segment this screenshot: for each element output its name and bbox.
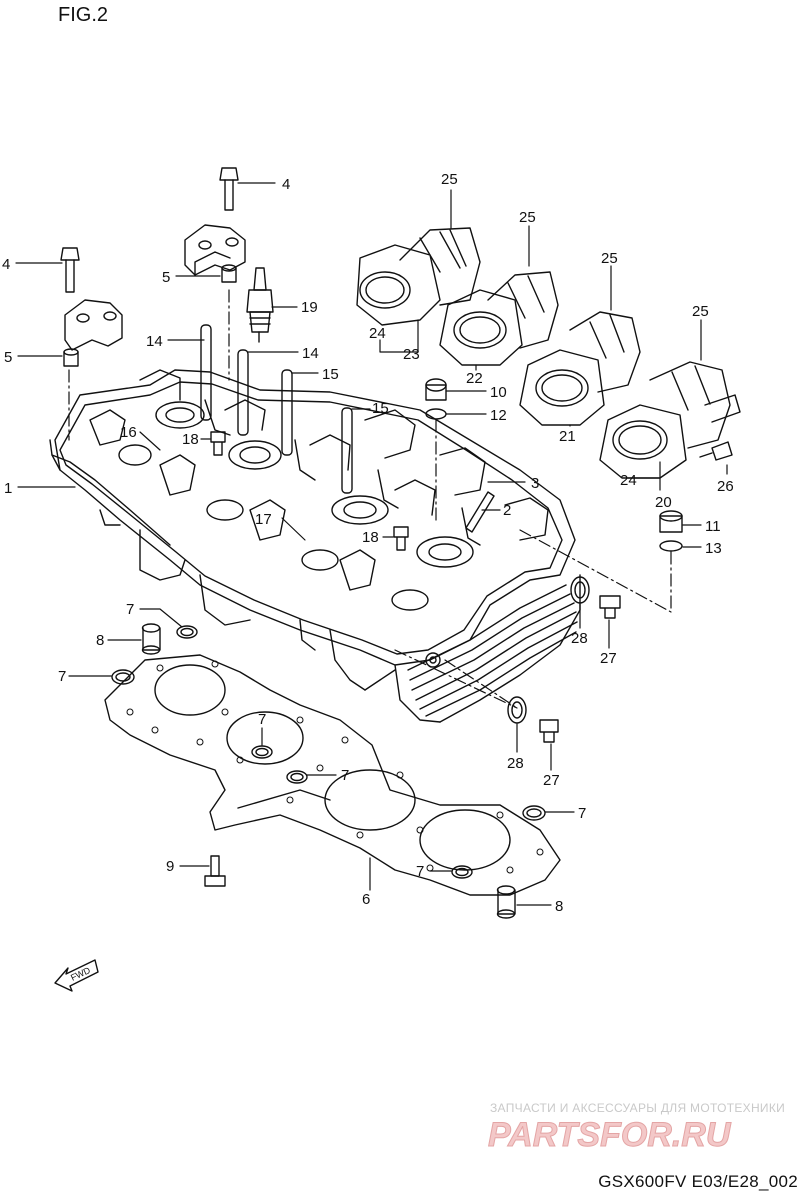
- callout-8-b: 8: [555, 898, 563, 915]
- callout-28-b: 28: [507, 755, 524, 772]
- washer-12: [425, 408, 447, 420]
- intake-pipe-22: [439, 271, 559, 366]
- washer-13: [659, 540, 683, 552]
- gasket-28: [507, 576, 590, 724]
- callout-18-a: 18: [182, 431, 199, 448]
- valve-pockets: [118, 401, 474, 611]
- leader-lines: [15, 182, 728, 906]
- callout-8-a: 8: [96, 632, 104, 649]
- callout-13: 13: [705, 540, 722, 557]
- callout-7-e: 7: [578, 805, 586, 822]
- callout-26: 26: [717, 478, 734, 495]
- callout-18-b: 18: [362, 529, 379, 546]
- callout-19: 19: [301, 299, 318, 316]
- intake-pipe-23: [356, 227, 481, 326]
- callout-20: 20: [655, 494, 672, 511]
- figure-title: FIG.2: [58, 4, 109, 26]
- plug-27: [539, 595, 621, 743]
- callout-labels: 1 2 3 4 4 5 5 6 7 7 7 7 7 7 8 8 9 10 11 …: [2, 171, 734, 983]
- callout-27-b: 27: [543, 772, 560, 789]
- callout-7-b: 7: [58, 668, 66, 685]
- callout-21: 21: [559, 428, 576, 445]
- callout-7-d: 7: [341, 767, 349, 784]
- forward-arrow: [54, 959, 99, 992]
- cylinder-head: [49, 369, 581, 723]
- bolt-18: [210, 431, 409, 551]
- callout-12: 12: [490, 407, 507, 424]
- callout-3: 3: [531, 475, 539, 492]
- dowel-8: [141, 623, 516, 919]
- intake-pipe-21: [519, 311, 641, 426]
- callout-6: 6: [362, 891, 370, 908]
- callout-17: 17: [255, 511, 272, 528]
- cap-nut-10: [425, 378, 447, 401]
- bolt-4-upper: [219, 167, 239, 211]
- head-gasket: [104, 654, 561, 896]
- nut-11: [659, 510, 683, 533]
- callout-2: 2: [503, 502, 511, 519]
- callout-14-a: 14: [146, 333, 163, 350]
- callout-10: 10: [490, 384, 507, 401]
- oil-jet-pipe: [465, 491, 495, 533]
- callout-23: 23: [403, 346, 420, 363]
- callout-25-d: 25: [692, 303, 709, 320]
- callout-4-lower: 4: [2, 256, 10, 273]
- callout-22: 22: [466, 370, 483, 387]
- bolt-9: [204, 855, 226, 887]
- callout-25-a: 25: [441, 171, 458, 188]
- stud-bolts: [200, 324, 353, 494]
- callout-14-b: 14: [302, 345, 319, 362]
- callout-24-b: 24: [620, 472, 637, 489]
- callout-15-b: 15: [372, 400, 389, 417]
- callout-7-a: 7: [126, 601, 134, 618]
- dowel-5: [63, 264, 237, 367]
- callout-11: 11: [705, 518, 721, 535]
- callout-7-f: 7: [416, 863, 424, 880]
- cam-holder-lower: [64, 299, 123, 351]
- callout-1: 1: [4, 480, 12, 497]
- callout-24-a: 24: [369, 325, 386, 342]
- spark-plug: [246, 267, 274, 343]
- screw-26: [699, 441, 733, 461]
- callout-25-b: 25: [519, 209, 536, 226]
- intake-pipe-20: [599, 361, 741, 479]
- bolt-4-lower: [60, 247, 80, 293]
- callout-7-c: 7: [258, 711, 266, 728]
- watermark-tagline: ЗАПЧАСТИ И АКСЕССУАРЫ ДЛЯ МОТОТЕХНИКИ: [490, 1101, 786, 1115]
- callout-16: 16: [120, 424, 137, 441]
- callout-5-lower: 5: [4, 349, 12, 366]
- cam-holder-upper: [184, 224, 246, 276]
- callout-15-a: 15: [322, 366, 339, 383]
- svg-text:PARTSFOR.RU: PARTSFOR.RU: [488, 1116, 732, 1154]
- figure-code: GSX600FV E03/E28_002: [598, 1172, 798, 1191]
- callout-25-c: 25: [601, 250, 618, 267]
- callout-9: 9: [166, 858, 174, 875]
- callout-5-upper: 5: [162, 269, 170, 286]
- watermark-logo: PARTSFOR.RU: [488, 1116, 732, 1155]
- cam-bosses: [89, 369, 549, 591]
- callout-27-a: 27: [600, 650, 617, 667]
- callout-4-upper: 4: [282, 176, 290, 193]
- callout-28-a: 28: [571, 630, 588, 647]
- cooling-fins: [299, 574, 581, 723]
- o-rings-7: [111, 625, 546, 879]
